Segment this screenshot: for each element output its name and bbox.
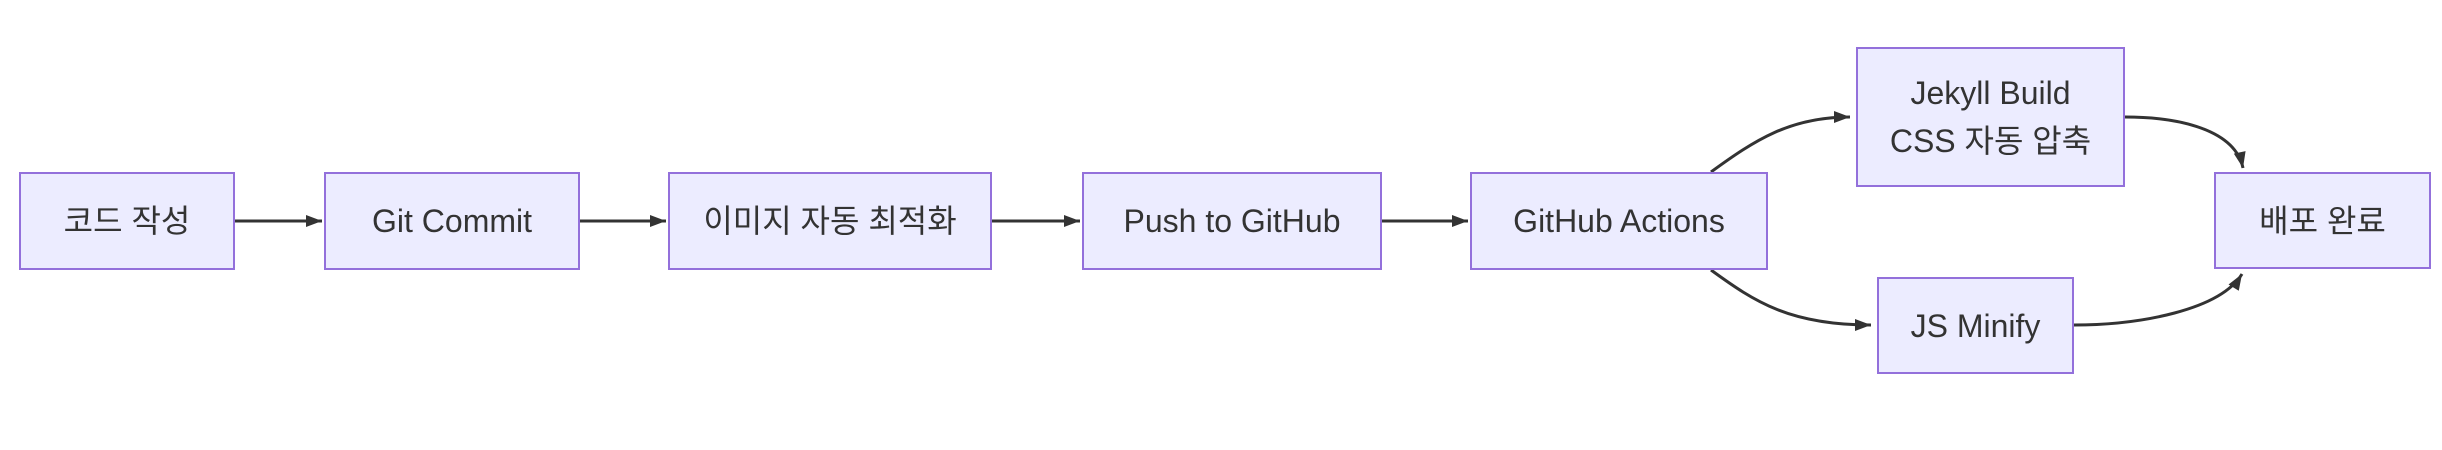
node-label: Push to GitHub — [1123, 203, 1341, 239]
node-push-to-github: Push to GitHub — [1082, 172, 1382, 270]
node-code-writing: 코드 작성 — [19, 172, 235, 270]
edge-jekyll-build-to-deploy-complete — [2124, 115, 2246, 169]
node-github-actions: GitHub Actions — [1470, 172, 1768, 270]
node-label: Git Commit — [372, 203, 532, 239]
node-git-commit: Git Commit — [324, 172, 580, 270]
edge-github-actions-to-js-minify — [1710, 268, 1872, 331]
node-label: 배포 완료 — [2259, 202, 2386, 239]
node-label: JS Minify — [1910, 307, 2041, 344]
node-deploy-complete: 배포 완료 — [2214, 172, 2431, 269]
node-label-line-1: Jekyll Build — [1910, 75, 2071, 111]
node-js-minify: JS Minify — [1877, 277, 2074, 374]
edge-github-actions-to-jekyll-build — [1710, 111, 1851, 174]
node-label: 이미지 자동 최적화 — [703, 203, 957, 239]
node-jekyll-build-css-compress: Jekyll Build CSS 자동 압축 — [1856, 47, 2125, 187]
node-label-line-2: CSS 자동 압축 — [1889, 123, 2092, 159]
node-image-auto-optimize: 이미지 자동 최적화 — [668, 172, 992, 270]
edge-js-minify-to-deploy-complete — [2073, 273, 2244, 327]
node-label: GitHub Actions — [1513, 203, 1725, 239]
node-label: 코드 작성 — [63, 203, 191, 239]
